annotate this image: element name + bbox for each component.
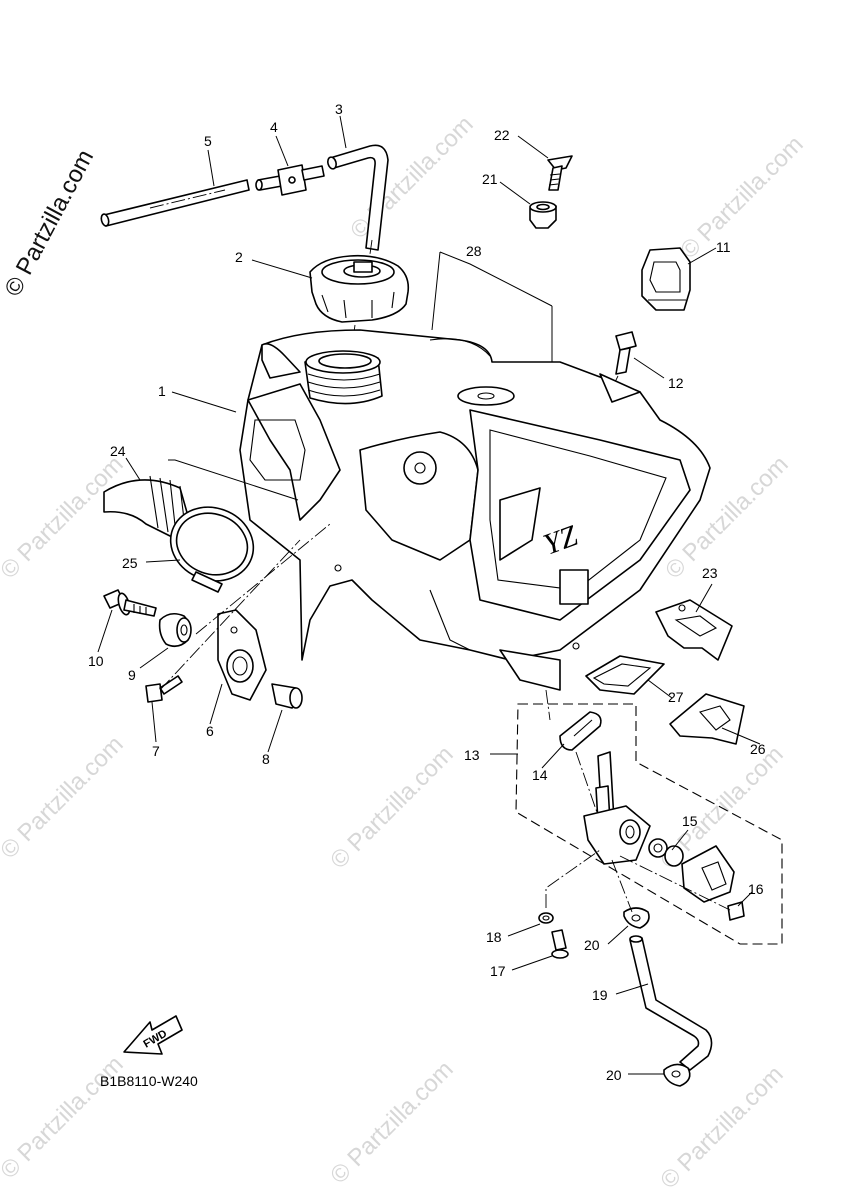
callout-20: 20: [584, 937, 600, 953]
callout-8: 8: [262, 751, 270, 767]
leader-lines: [97, 115, 761, 1075]
watermark-text: © Partzilla.com: [675, 131, 808, 264]
watermark-text: © Partzilla.com: [0, 1051, 129, 1184]
pad-27: [585, 655, 665, 695]
callout-5: 5: [204, 133, 212, 149]
callout-23: 23: [702, 565, 718, 581]
callout-10: 10: [88, 653, 104, 669]
callout-20-lower: 20: [606, 1067, 622, 1083]
bolt-12: [607, 331, 637, 397]
bracket-6: [217, 609, 267, 701]
hose-clip-lower: [663, 1063, 691, 1087]
bracket-23: [655, 599, 733, 661]
fuel-tank: YZ: [239, 329, 711, 691]
breather-joint: [255, 164, 325, 196]
callout-16: 16: [748, 881, 764, 897]
grommet-9: [158, 612, 192, 648]
washer-18: [538, 912, 554, 924]
callout-24: 24: [110, 443, 126, 459]
watermark-text: © Partzilla.com: [0, 451, 129, 584]
fuel-cock: [559, 711, 745, 921]
callout-11: 11: [716, 239, 731, 255]
callout-2: 2: [235, 249, 243, 265]
diagram-code: B1B8110-W240: [100, 1073, 198, 1089]
callout-1: 1: [158, 383, 166, 399]
collar-21: [529, 201, 557, 229]
pad-26: [669, 693, 745, 745]
hose-clip-upper: [623, 907, 650, 929]
fuel-cap: [309, 254, 410, 323]
callout-26: 26: [750, 741, 766, 757]
callout-13: 13: [464, 747, 480, 763]
callout-22: 22: [494, 127, 510, 143]
breather-hose-bent: [327, 144, 389, 269]
bolt-7: [145, 675, 183, 703]
callout-14: 14: [532, 767, 548, 783]
hose-straight: [100, 179, 250, 227]
callout-4: 4: [270, 119, 278, 135]
callout-9: 9: [128, 667, 136, 683]
fuel-hose: [629, 935, 713, 1071]
clip-11: [641, 247, 691, 311]
callout-28: 28: [466, 243, 482, 259]
callout-7: 7: [152, 743, 160, 759]
callout-27: 27: [668, 689, 684, 705]
band-25: [169, 506, 255, 593]
leader-28: [439, 251, 553, 307]
callout-6: 6: [206, 723, 214, 739]
callout-21: 21: [482, 171, 498, 187]
callout-12: 12: [668, 375, 684, 391]
callout-15: 15: [682, 813, 698, 829]
callout-25: 25: [122, 555, 138, 571]
callout-3: 3: [335, 101, 343, 117]
watermark-main: © Partzilla.com: [0, 145, 99, 300]
screw-22: [547, 155, 573, 191]
bolt-8: [271, 683, 303, 709]
forward-arrow: FWD: [123, 1015, 183, 1055]
bolt-10: [103, 589, 157, 617]
callout-labels: 1 2 3 4 5 6 7 8 9 10 11 12 13 14 15 16 1…: [88, 101, 766, 1083]
fuel-cock-assembly-outline: [515, 703, 783, 945]
watermark-text: © Partzilla.com: [325, 741, 458, 874]
watermark-text: © Partzilla.com: [345, 111, 478, 244]
watermark-text: © Partzilla.com: [0, 731, 129, 864]
callout-18: 18: [486, 929, 502, 945]
bolt-17: [551, 929, 569, 959]
watermark-text: © Partzilla.com: [325, 1056, 458, 1189]
callout-19: 19: [592, 987, 608, 1003]
callout-17: 17: [490, 963, 506, 979]
